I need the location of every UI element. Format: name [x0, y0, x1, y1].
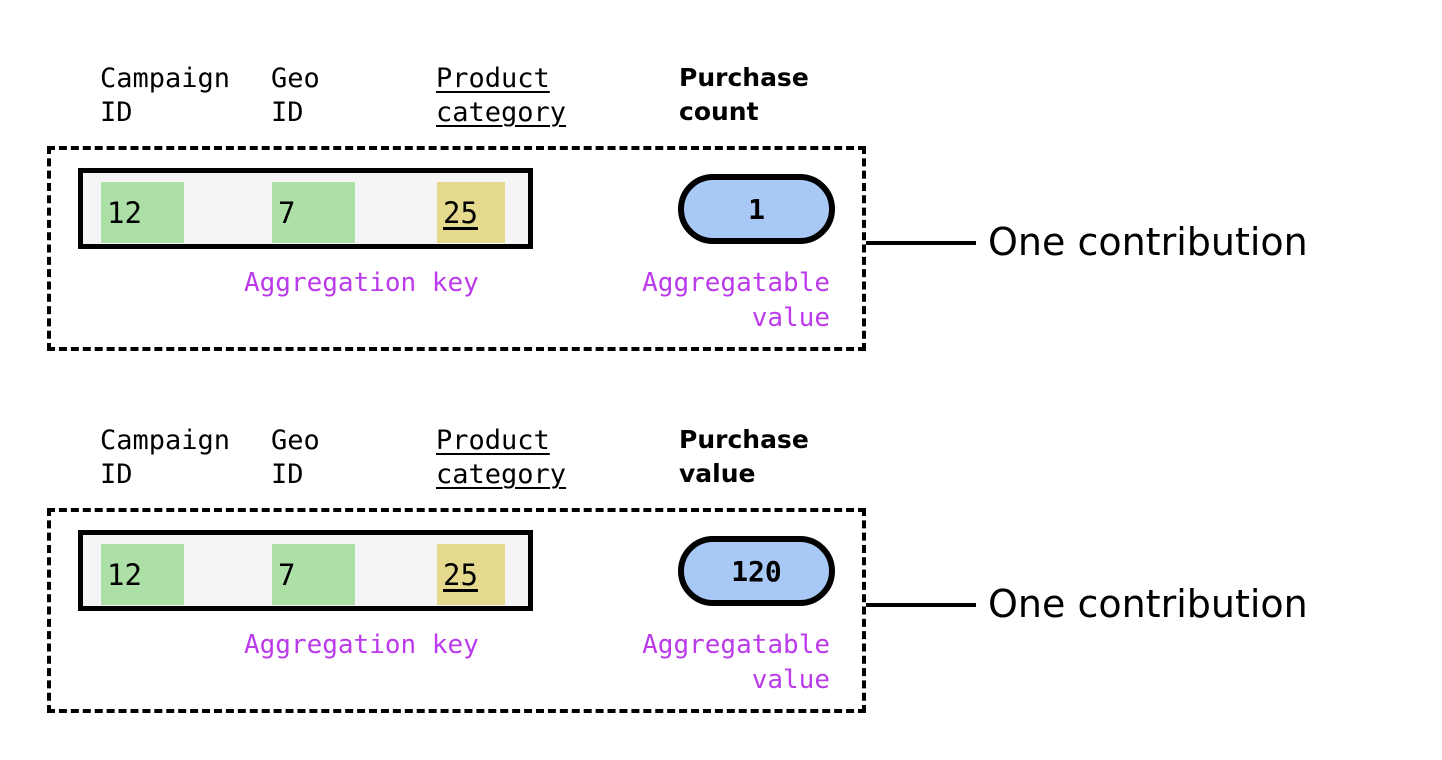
- contribution-boundary: [47, 508, 866, 713]
- annotation-aggregation-key: Aggregation key: [244, 630, 479, 660]
- contribution-boundary: [47, 146, 866, 351]
- key-cell-value: 12: [107, 195, 142, 230]
- aggregation-key-row: 12 7 25: [78, 168, 533, 249]
- aggregatable-value-pill: 1: [678, 174, 835, 244]
- column-header-campaign-id: Campaign ID: [100, 63, 231, 128]
- column-header-campaign-id: Campaign ID: [100, 425, 231, 490]
- key-cell-campaign-id: 12: [101, 544, 184, 605]
- annotation-aggregation-key: Aggregation key: [244, 268, 479, 298]
- callout-connector-line: [866, 603, 976, 607]
- callout-label-one-contribution: One contribution: [988, 582, 1308, 626]
- callout-connector-line: [866, 241, 976, 245]
- callout-label-one-contribution: One contribution: [988, 220, 1308, 264]
- key-cell-value: 12: [107, 557, 142, 592]
- column-header-geo-id: Geo ID: [271, 63, 320, 128]
- key-cell-value: 7: [278, 195, 296, 230]
- key-cell-product-category: 25: [437, 182, 505, 243]
- aggregatable-value-pill: 120: [678, 536, 835, 606]
- key-cell-product-category: 25: [437, 544, 505, 605]
- key-cell-geo-id: 7: [272, 544, 355, 605]
- key-cell-value: 25: [443, 557, 478, 592]
- column-header-metric: Purchase count: [679, 63, 809, 126]
- key-cell-geo-id: 7: [272, 182, 355, 243]
- aggregation-key-row: 12 7 25: [78, 530, 533, 611]
- key-cell-value: 7: [278, 557, 296, 592]
- column-header-product-category: Product category: [436, 63, 567, 128]
- annotation-aggregatable-value: Aggregatable value: [642, 268, 830, 333]
- annotation-aggregatable-value: Aggregatable value: [642, 630, 830, 695]
- key-cell-value: 25: [443, 195, 478, 230]
- column-header-metric: Purchase value: [679, 425, 809, 488]
- key-cell-campaign-id: 12: [101, 182, 184, 243]
- column-header-product-category: Product category: [436, 425, 567, 490]
- column-header-geo-id: Geo ID: [271, 425, 320, 490]
